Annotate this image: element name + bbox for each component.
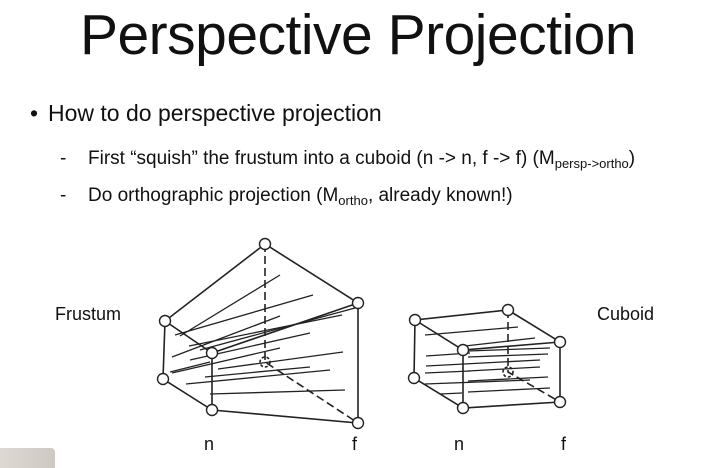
bullet-text: How to do perspective projection xyxy=(48,100,382,126)
sub-item-ortho: -Do orthographic projection (Mortho, alr… xyxy=(60,185,513,208)
cuboid-label: Cuboid xyxy=(597,304,655,324)
sub-suffix: , already known!) xyxy=(367,185,513,206)
background-object xyxy=(0,448,55,468)
frustum-label: Frustum xyxy=(55,304,122,324)
subscript: ortho xyxy=(338,193,368,208)
cuboid-near-label: n xyxy=(454,434,465,454)
subscript: persp->ortho xyxy=(554,156,629,171)
bullet-item: • How to do perspective projection xyxy=(30,100,382,127)
sub-text: First “squish” the frustum into a cuboid… xyxy=(88,148,555,169)
sub-suffix: ) xyxy=(628,148,636,169)
frustum-diagram xyxy=(156,237,365,430)
frustum-far-label: f xyxy=(352,434,358,454)
cuboid-far-label: f xyxy=(561,434,567,454)
slide-title: Perspective Projection xyxy=(79,3,637,67)
frustum-near-label: n xyxy=(204,434,215,454)
sub-item-squish: -First “squish” the frustum into a cuboi… xyxy=(60,148,636,171)
sub-text: Do orthographic projection (M xyxy=(88,185,339,206)
bullet-dot: • xyxy=(30,100,39,126)
cuboid-diagram xyxy=(407,303,567,415)
